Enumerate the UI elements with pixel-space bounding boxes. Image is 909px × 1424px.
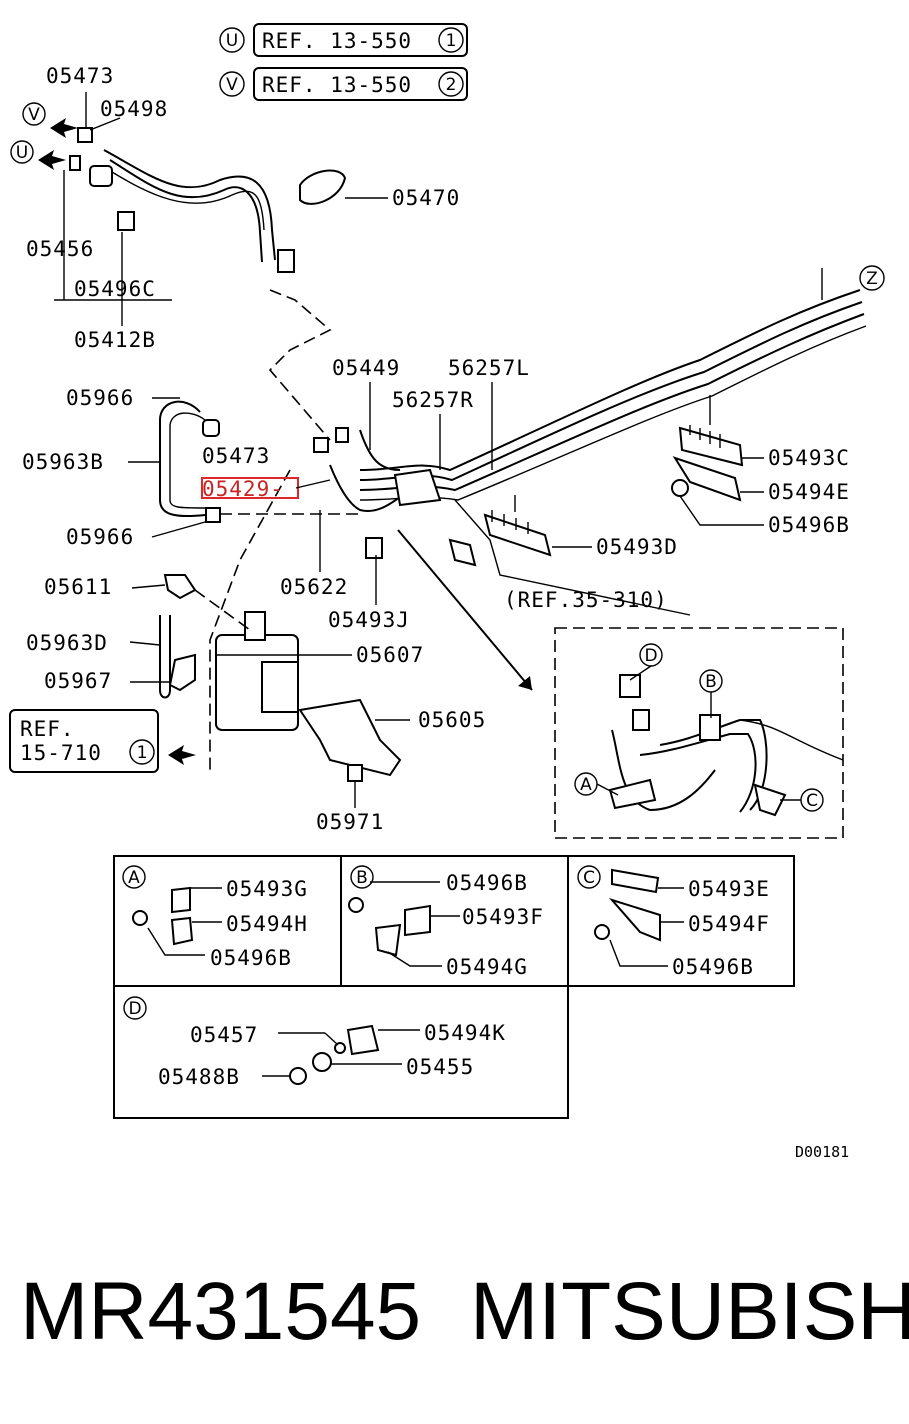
box-c-part-1: 05493E <box>688 877 770 901</box>
arrow-u-icon <box>38 150 66 170</box>
part-number: MR431545 <box>20 1266 422 1357</box>
main-fuel-lines: Z <box>313 265 885 691</box>
detail-marker-a: A <box>580 775 592 795</box>
label-05493D: 05493D <box>596 535 678 559</box>
label-05611: 05611 <box>44 575 112 599</box>
label-05473-top: 05473 <box>46 64 114 88</box>
detail-marker-b: B <box>705 672 717 692</box>
box-a-part-3: 05496B <box>210 946 292 970</box>
canister-assembly <box>9 397 410 808</box>
box-b-marker: B <box>356 868 368 888</box>
box-b-part-1: 05496B <box>446 871 528 895</box>
detail-boxes: A 05493G 05494H 05496B B 05496B 05493F 0… <box>113 855 795 1119</box>
parts-diagram: U REF. 13-550 1 V REF. 13-550 2 V U <box>9 23 885 1161</box>
arrow-ref15-icon <box>168 745 196 765</box>
box-d-part-1: 05457 <box>190 1023 258 1047</box>
label-05966-top: 05966 <box>66 386 134 410</box>
label-05967: 05967 <box>44 669 112 693</box>
caption: MR431545 MITSUBISHI <box>0 1262 909 1372</box>
label-ref-35-310: (REF.35-310) <box>504 588 668 612</box>
label-05412B: 05412B <box>74 328 156 352</box>
box-d-part-4: 05455 <box>406 1055 474 1079</box>
box-d-part-3: 05488B <box>158 1065 240 1089</box>
label-05607: 05607 <box>356 643 424 667</box>
label-ref15-line1: REF. <box>20 717 75 741</box>
detail-box-c: C 05493E 05494F 05496B <box>577 865 770 979</box>
box-d-marker: D <box>128 999 141 1019</box>
ref-u: U REF. 13-550 1 <box>219 23 468 57</box>
marker-v-left: V <box>28 105 40 125</box>
box-b-part-3: 05494G <box>446 955 528 979</box>
box-a-marker: A <box>128 868 140 888</box>
label-56257R: 56257R <box>392 388 474 412</box>
box-c-part-2: 05494F <box>688 912 770 936</box>
label-05494E: 05494E <box>768 480 850 504</box>
label-05963B: 05963B <box>22 450 104 474</box>
box-c-part-3: 05496B <box>672 955 754 979</box>
marker-u: U <box>226 31 238 51</box>
ref-v-text: REF. 13-550 <box>262 73 412 97</box>
ref-v: V REF. 13-550 2 <box>219 67 468 101</box>
detail-box-b: B 05496B 05493F 05494G <box>348 865 544 979</box>
clamp-parts-right <box>483 395 764 557</box>
upper-hose-assembly: V U <box>10 92 388 441</box>
part-labels: 05473 05498 05470 05456 05496C 05412B 05… <box>20 64 850 834</box>
marker-u-left: U <box>16 143 28 163</box>
arrow-v-icon <box>50 118 78 138</box>
label-05963D: 05963D <box>26 631 108 655</box>
label-ref15-line2: 15-710 <box>20 741 102 765</box>
label-05496B-main: 05496B <box>768 513 850 537</box>
label-05496C: 05496C <box>74 277 156 301</box>
label-ref15-circ: 1 <box>137 743 148 763</box>
label-05971: 05971 <box>316 810 384 834</box>
label-05473-mid: 05473 <box>202 444 270 468</box>
label-05966-bot: 05966 <box>66 525 134 549</box>
label-05622: 05622 <box>280 575 348 599</box>
box-c-marker: C <box>583 868 595 888</box>
label-05470: 05470 <box>392 186 460 210</box>
box-a-part-1: 05493G <box>226 877 308 901</box>
detail-box-a: A 05493G 05494H 05496B <box>122 865 308 970</box>
marker-v: V <box>226 75 238 95</box>
ref-u-text: REF. 13-550 <box>262 29 412 53</box>
detail-callout: D B A C <box>554 627 844 839</box>
box-d-part-2: 05494K <box>424 1021 506 1045</box>
ref-u-circ: 1 <box>446 31 457 51</box>
marker-z: Z <box>866 269 878 289</box>
label-05493J: 05493J <box>328 608 410 632</box>
diagram-code: D00181 <box>795 1143 849 1161</box>
brand-name: MITSUBISHI <box>470 1266 909 1357</box>
label-05493C: 05493C <box>768 446 850 470</box>
detail-marker-c: C <box>806 791 818 811</box>
detail-box-d: D 05457 05494K 05488B 05455 <box>123 996 506 1089</box>
box-b-part-2: 05493F <box>462 905 544 929</box>
label-05429: 05429- <box>202 477 284 501</box>
label-05498: 05498 <box>100 97 168 121</box>
arrow-detail-icon <box>518 676 532 690</box>
label-05605: 05605 <box>418 708 486 732</box>
detail-marker-d: D <box>644 646 657 666</box>
label-56257L: 56257L <box>448 356 530 380</box>
label-05456: 05456 <box>26 237 94 261</box>
ref-v-circ: 2 <box>446 75 457 95</box>
label-05449: 05449 <box>332 356 400 380</box>
box-a-part-2: 05494H <box>226 912 308 936</box>
